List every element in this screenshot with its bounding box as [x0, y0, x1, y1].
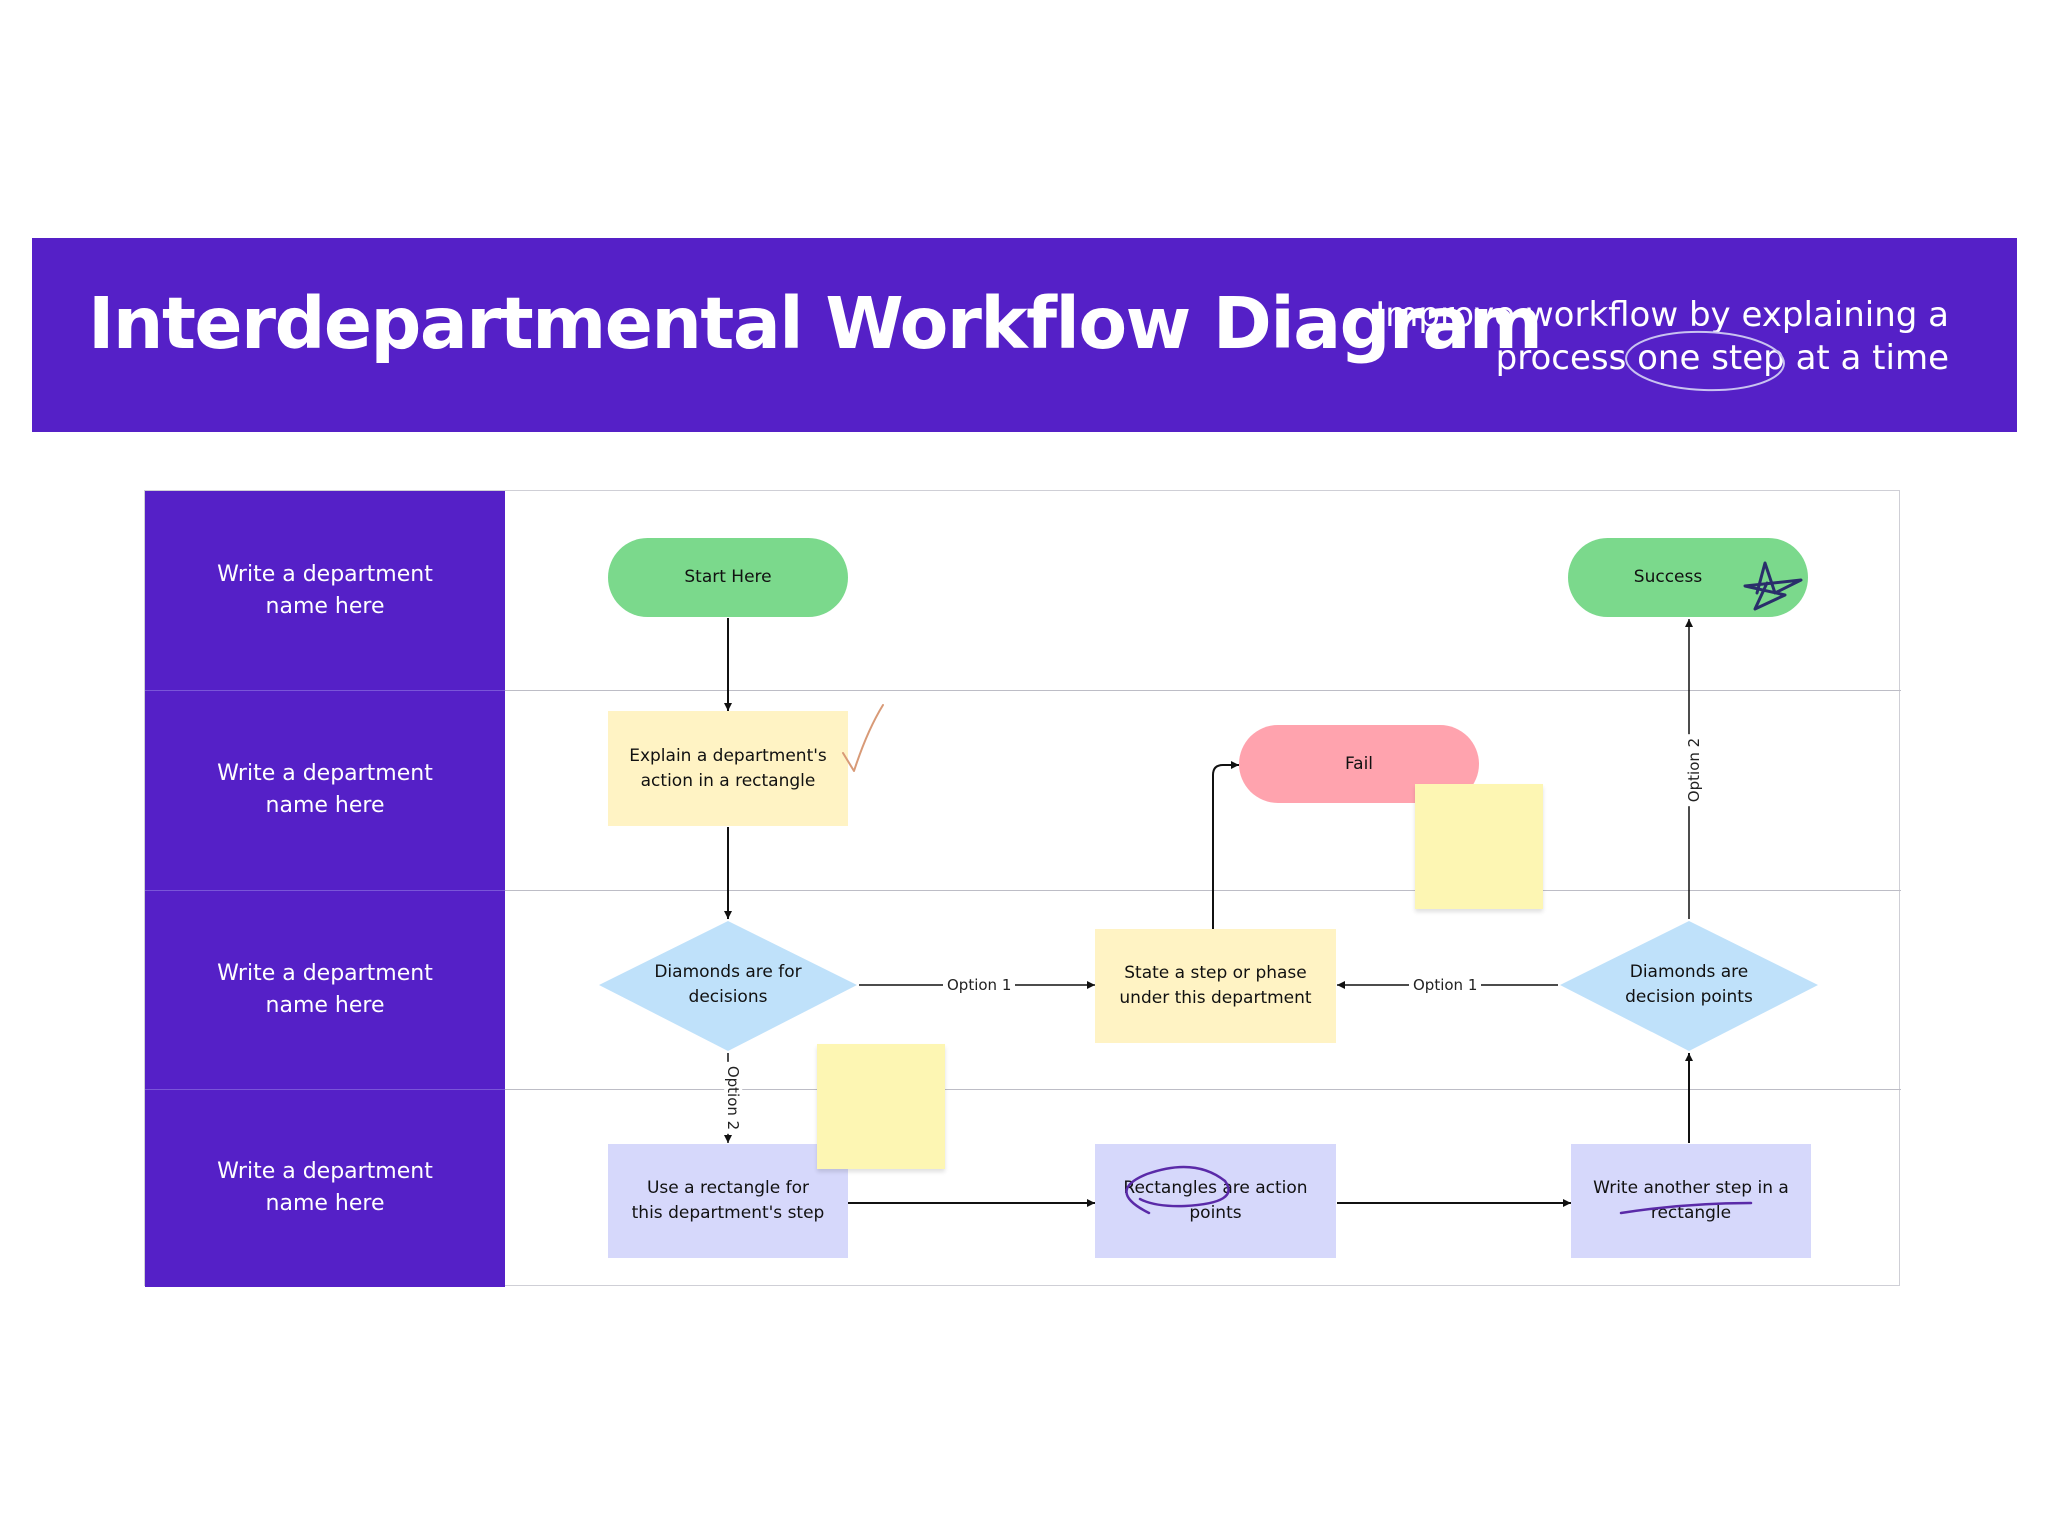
edge-label-option2-left: Option 2 — [724, 1061, 743, 1135]
diamond-right-label: Diamonds are decision points — [1625, 962, 1753, 1007]
lane-label-2: Write a department name here — [145, 690, 505, 890]
sticky-note — [1415, 784, 1543, 909]
success-node: Success — [1568, 538, 1808, 617]
lane-divider — [145, 890, 505, 891]
swimlane-diagram: Write a department name here Write a dep… — [144, 490, 1901, 1287]
sticky-note — [817, 1044, 945, 1169]
lane-divider — [145, 1089, 505, 1090]
header-banner: Interdepartmental Workflow Diagram Impro… — [32, 238, 2017, 432]
edge-label-option1-right: Option 1 — [1409, 976, 1482, 994]
diamond-left-label: Diamonds are for decisions — [654, 962, 802, 1007]
lane-label-1: Write a department name here — [145, 491, 505, 690]
subtitle-highlight: one step — [1625, 330, 1786, 392]
page-subtitle: Improve workflow by explaining a process… — [1309, 294, 1949, 392]
subtitle-pre: process — [1495, 338, 1627, 378]
edge-label-option1-left: Option 1 — [943, 976, 1016, 994]
lane-divider — [505, 1089, 1901, 1090]
lane-label-4: Write a department name here — [145, 1089, 505, 1287]
lane-divider — [505, 690, 1901, 691]
subtitle-line-1: Improve workflow by explaining a — [1375, 295, 1949, 335]
checkmark-annotation-icon — [842, 704, 884, 772]
edge-label-option2-right: Option 2 — [1685, 733, 1704, 807]
use-rect-step: Use a rectangle for this department's st… — [608, 1144, 848, 1258]
write-another-step: Write another step in a rectangle — [1571, 1144, 1811, 1258]
rect-action-step: Rectangles are action points — [1095, 1144, 1336, 1258]
state-step: State a step or phase under this departm… — [1095, 929, 1336, 1043]
lane-divider — [505, 890, 1901, 891]
subtitle-post: at a time — [1795, 338, 1949, 378]
start-node: Start Here — [608, 538, 848, 617]
circle-annotation-icon — [1625, 330, 1786, 392]
page-title: Interdepartmental Workflow Diagram — [88, 282, 1543, 365]
lane-divider — [145, 690, 505, 691]
lane-label-3: Write a department name here — [145, 890, 505, 1089]
explain-step: Explain a department's action in a recta… — [608, 711, 848, 826]
